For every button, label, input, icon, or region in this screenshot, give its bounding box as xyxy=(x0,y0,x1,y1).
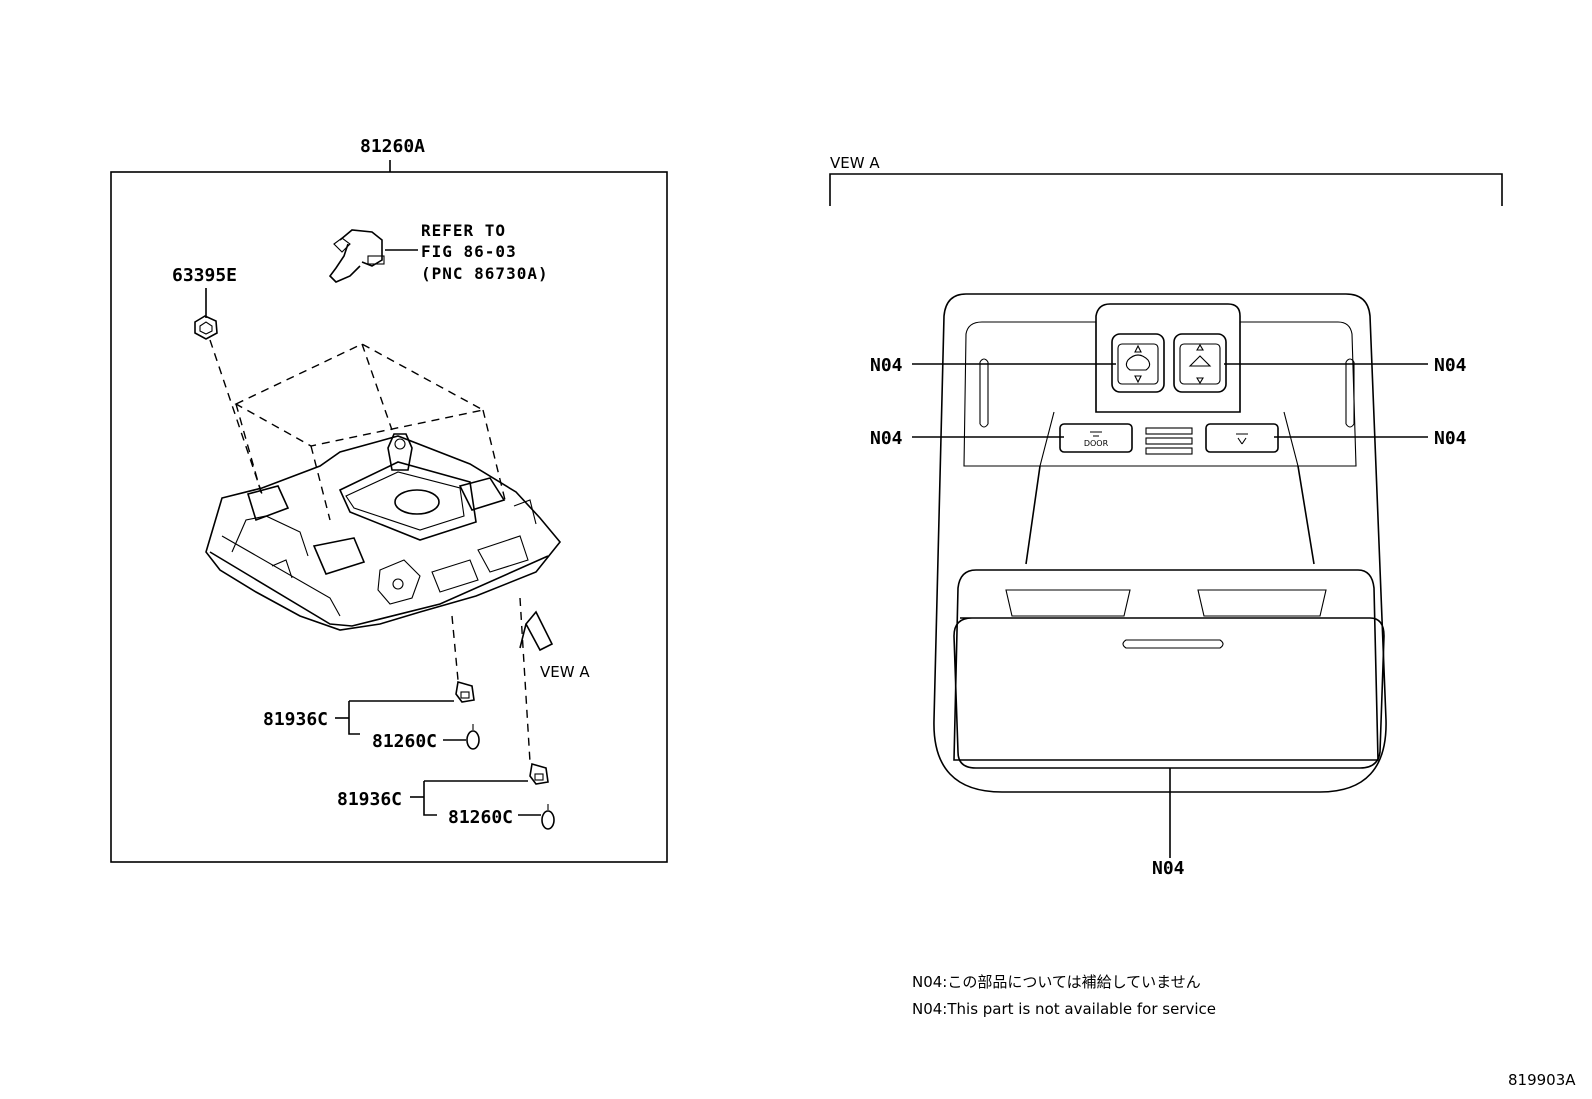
view-title: VEW A xyxy=(830,154,880,172)
bulb-icon xyxy=(466,724,480,750)
bulb-icon xyxy=(541,804,555,830)
view-arrow-icon xyxy=(519,610,554,652)
assembly-part-number: 81260A xyxy=(360,136,425,157)
sunglass-holder xyxy=(953,569,1385,769)
socket-part-number: 81936C xyxy=(337,789,402,810)
map-lamp-housing xyxy=(205,433,562,631)
map-lamp-button xyxy=(1205,423,1279,453)
callout-label: N04 xyxy=(870,428,903,449)
note-japanese: N04:この部品については補給していません xyxy=(912,973,1201,991)
overhead-console xyxy=(933,293,1387,793)
refer-line-1: REFER TO xyxy=(421,221,506,240)
figure-id: 819903A xyxy=(1508,1071,1576,1089)
sunroof-tilt-switch xyxy=(1111,333,1165,393)
refer-line-2: FIG 86-03 xyxy=(421,242,517,261)
door-lamp-button: DOOR xyxy=(1059,423,1133,453)
socket-icon xyxy=(529,762,549,785)
door-button-label: DOOR xyxy=(1084,439,1109,448)
mounting-outline xyxy=(209,339,506,521)
refer-line-3: (PNC 86730A) xyxy=(421,264,549,283)
clip-icon xyxy=(194,315,218,340)
bulb-part-number: 81260C xyxy=(448,807,513,828)
assembly-panel: 81260A 63395E REFER TO FIG 86-03 (PNC 86… xyxy=(110,136,668,863)
callout-label: N04 xyxy=(1434,428,1467,449)
view-a-panel: VEW A DOO xyxy=(829,154,1503,879)
socket-part-number: 81936C xyxy=(263,709,328,730)
note-english: N04:This part is not available for servi… xyxy=(912,1000,1216,1018)
bulb-part-number: 81260C xyxy=(372,731,437,752)
wire-harness-icon xyxy=(328,229,385,283)
callout-label: N04 xyxy=(1152,858,1185,879)
view-arrow-label: VEW A xyxy=(540,663,590,681)
socket-icon xyxy=(455,680,475,703)
sunroof-slide-switch xyxy=(1173,333,1227,393)
grille xyxy=(1145,427,1193,455)
callout-label: N04 xyxy=(1434,355,1467,376)
clip-part-number: 63395E xyxy=(172,265,237,286)
callout-label: N04 xyxy=(870,355,903,376)
